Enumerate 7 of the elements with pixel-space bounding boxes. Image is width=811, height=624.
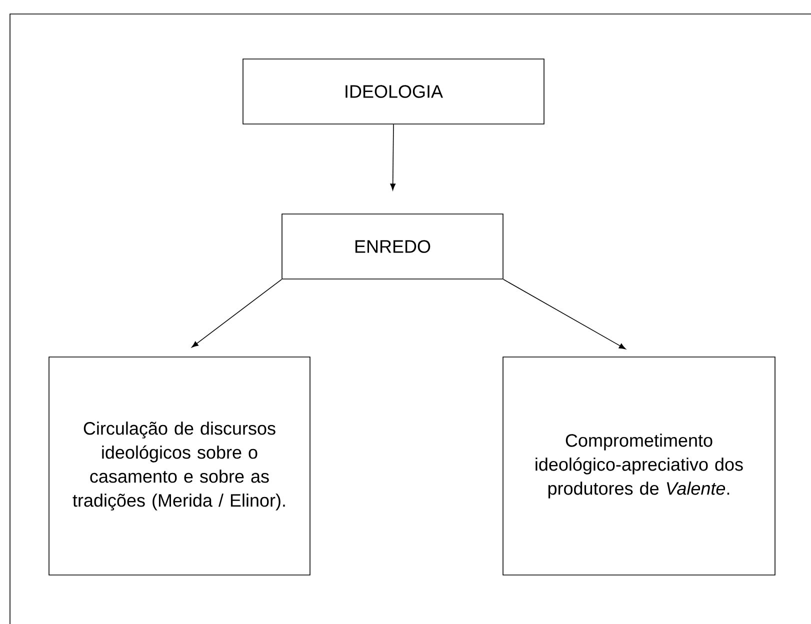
arrow: [192, 279, 282, 348]
concept-box: ENREDO: [282, 214, 504, 280]
concept-box: IDEOLOGIA: [242, 58, 544, 124]
arrow: [390, 124, 396, 190]
concept-box: Circulação de discursos ideológicos sobre o casamento e sobre as tradições (Merida / Elinor).: [48, 356, 310, 576]
concept-box: Comprometimento ideológico-apreciativo dos produtores de Valente.: [502, 356, 776, 576]
arrow: [503, 279, 626, 350]
